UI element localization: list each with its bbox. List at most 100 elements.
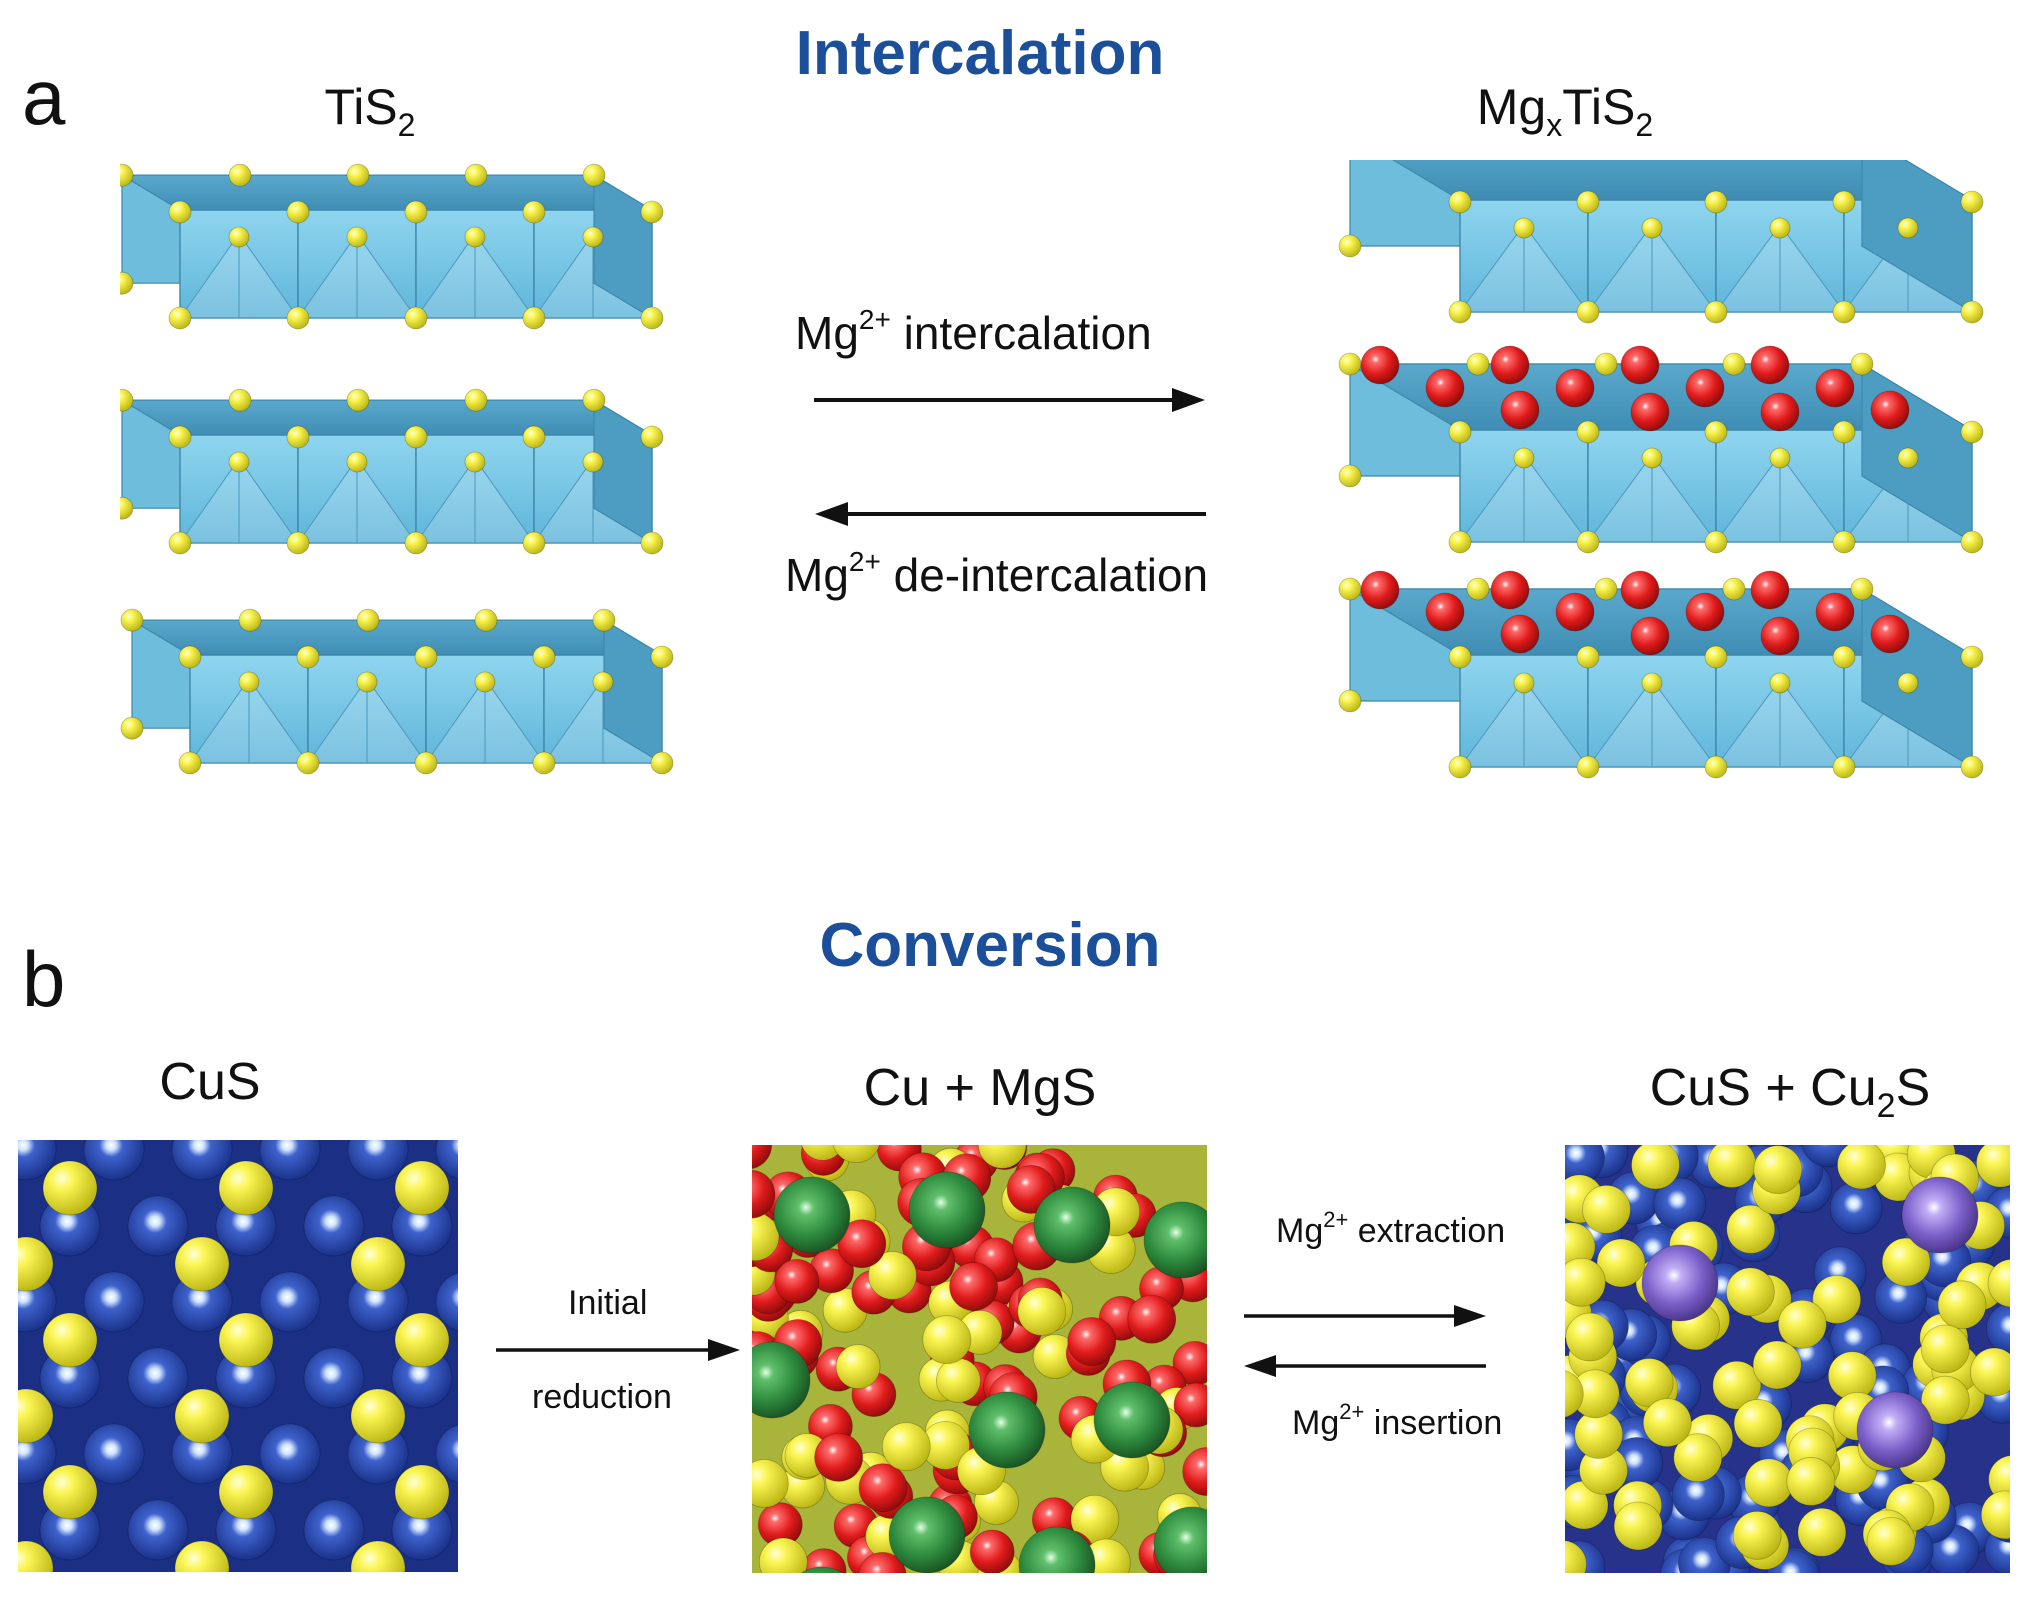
sulfur-atom [1752,1340,1802,1390]
copper-atom [435,1140,458,1180]
atom [832,1145,880,1164]
sulfur-atom [178,645,202,669]
sulfur-atom [801,1145,844,1161]
sulfur-atom [1832,530,1856,554]
sulfur-atom [404,425,428,449]
sulfur-atom [1987,1258,2010,1308]
sulfur-atom [592,671,614,693]
atom [881,1422,931,1472]
sulfur-atom [350,1388,406,1444]
sulfur-atom [1704,190,1728,214]
copper-atom [1985,1302,2010,1356]
sulfur-atom [650,751,674,775]
sulfur-atom [522,200,546,224]
sulfur-atom [1850,352,1874,376]
sulfur-atom [238,671,260,693]
sulfur-atom [1797,1507,1847,1557]
atom [922,1315,972,1364]
highlight-atom [1856,1391,1934,1469]
mgxtis2-structure [1338,160,1984,779]
sulfur-atom [1565,1312,1615,1362]
sulfur-atom [1832,645,1856,669]
tis2-layer [120,163,664,330]
cus-cu2s-mixture [1565,1145,2010,1573]
sulfur-atom [178,751,202,775]
cu-mgs-label: Cu + MgS [863,1059,1097,1117]
extraction-arrow [1244,1305,1486,1327]
sulfur-atom [346,388,370,412]
mg-ion [1750,345,1790,385]
copper-atom [303,1195,365,1257]
mg-ion [1685,368,1725,408]
sulfur-atom [1712,1360,1762,1410]
mg-ion [1760,616,1800,656]
atom [868,1251,917,1300]
sulfur-atom [532,645,556,669]
sulfur-atom [1338,234,1362,258]
sulfur-atom [1980,1490,2010,1540]
mg-ion [1815,592,1855,632]
copper-atom [1143,1201,1207,1279]
sulfur-atom [414,751,438,775]
cu-mgs-mixture [752,1145,1207,1573]
sulfur-atom [394,1160,450,1216]
sulfur-atom [1338,577,1362,601]
sulfur-atom [42,1160,98,1216]
sulfur-atom [174,1540,230,1572]
sulfur-atom [346,226,368,248]
sulfur-atom [218,1160,274,1216]
de-intercalation-arrow [815,502,1206,526]
mg-ion [1870,390,1910,430]
sulfur-atom [228,163,252,187]
sulfur-atom [1576,420,1600,444]
tis2-label: TiS2 [324,79,416,143]
atom [858,1463,908,1513]
sulfur-atom [1769,672,1791,694]
sulfur-atom [1704,420,1728,444]
copper-atom [83,1140,145,1181]
copper-atom [171,1140,233,1181]
highlight-atom [1641,1244,1719,1322]
sulfur-atom [394,1312,450,1368]
sulfur-atom [1582,1184,1631,1234]
sulfur-atom [1960,190,1984,214]
sulfur-atom [296,645,320,669]
sulfur-atom [346,163,370,187]
sulfur-atom [1733,1399,1783,1448]
sulfur-atom [414,645,438,669]
sulfur-atom [120,388,134,412]
sulfur-atom [1594,577,1618,601]
sulfur-atom [464,451,486,473]
copper-atom [303,1347,365,1409]
sulfur-atom [1466,577,1490,601]
copper-atom [83,1271,145,1333]
tis2-layer [120,608,674,775]
atom [752,1145,773,1169]
sulfur-atom [532,751,556,775]
sulfur-atom [1513,672,1535,694]
atom [1067,1317,1117,1366]
sulfur-atom [120,163,134,187]
sulfur-atom [1707,1145,1757,1188]
sulfur-atom [1960,645,1984,669]
copper-atom [888,1496,966,1573]
copper-atom [1093,1381,1171,1459]
sulfur-atom [168,425,192,449]
sulfur-atom [1704,300,1728,324]
sulfur-atom [228,388,252,412]
intercalation-arrow [814,388,1205,412]
intercalation-title: Intercalation [795,19,1165,88]
sulfur-atom [1726,1267,1775,1317]
sulfur-atom [218,1312,274,1368]
sulfur-atom [522,425,546,449]
sulfur-atom [1769,447,1791,469]
sulfur-atom [1704,530,1728,554]
sulfur-atom [640,200,664,224]
sulfur-atom [1641,672,1663,694]
mg-ion [1360,345,1400,385]
copper-atom [1018,1526,1096,1573]
atom [758,1537,808,1573]
magnesium-atom [969,1529,1015,1573]
sulfur-atom [1726,1204,1776,1254]
atom [1017,1287,1067,1336]
